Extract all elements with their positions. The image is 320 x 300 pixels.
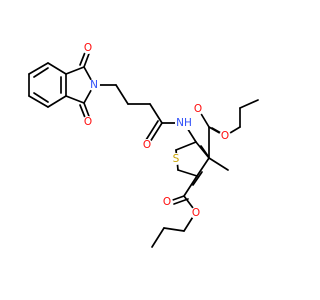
oxygen-label-amide: O [143, 139, 151, 151]
molecule-structure: O O N O NH O O S O O [28, 42, 259, 248]
methyl-group [208, 157, 229, 171]
oxygen-label-ester2-ether: O [192, 207, 200, 219]
oxygen-label-imide-top: O [84, 42, 92, 54]
ester-c3 [199, 99, 259, 159]
oxygen-label-ester2-carbonyl: O [163, 196, 171, 208]
thiophene-ring [175, 122, 210, 186]
sulfur-label-thiophene: S [173, 153, 180, 165]
benzene-ring [28, 62, 67, 108]
nh-label-amide: NH [176, 117, 192, 129]
oxygen-label-ester4-carbonyl: O [194, 103, 202, 115]
oxygen-label-imide-bottom: O [84, 116, 92, 128]
butanoyl-chain [93, 84, 185, 143]
nitrogen-label-imide: N [90, 79, 98, 91]
oxygen-label-ester4-ether: O [221, 130, 229, 142]
atom-labels: O O N O NH O O S O O [82, 42, 231, 219]
